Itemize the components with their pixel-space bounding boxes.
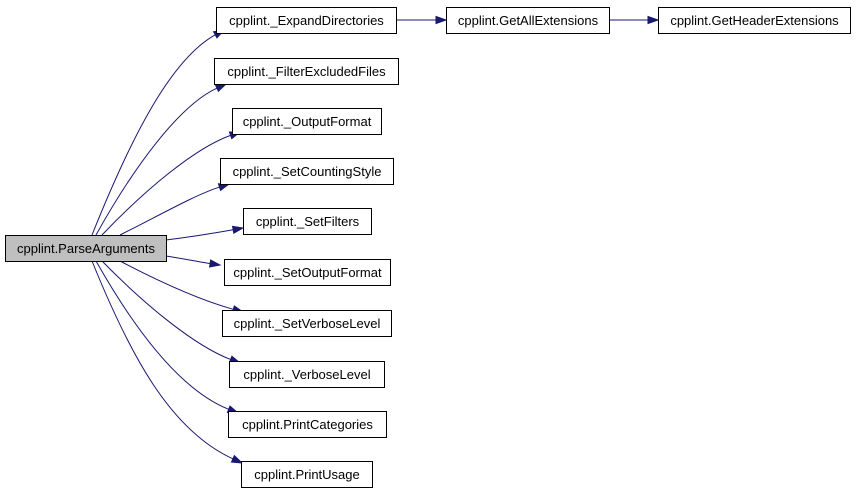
node-box <box>232 108 382 135</box>
node-print-usage[interactable]: cpplint.PrintUsage <box>241 461 373 488</box>
edge-parse-arguments-to-set-output-format <box>165 255 211 265</box>
node-set-counting-style[interactable]: cpplint._SetCountingStyle <box>220 158 394 185</box>
node-box <box>446 7 610 34</box>
node-box <box>229 361 385 388</box>
arrowhead-icon <box>208 259 222 268</box>
node-get-all-extensions[interactable]: cpplint.GetAllExtensions <box>446 7 610 34</box>
node-label: cpplint._SetFilters <box>256 214 360 229</box>
node-box <box>222 310 392 337</box>
node-set-output-format[interactable]: cpplint._SetOutputFormat <box>224 259 391 286</box>
node-print-categories[interactable]: cpplint.PrintCategories <box>228 411 387 438</box>
node-label: cpplint.GetAllExtensions <box>458 13 599 28</box>
edge-parse-arguments-to-set-filters <box>165 229 234 241</box>
node-label: cpplint._SetOutputFormat <box>233 265 382 280</box>
arrowhead-icon <box>647 15 660 25</box>
edge-parse-arguments-to-output-format <box>101 134 231 236</box>
node-box <box>243 208 372 235</box>
arrowhead-icon <box>231 225 245 234</box>
edge-parse-arguments-to-expand-directories <box>91 34 216 236</box>
edge-parse-arguments-to-print-usage <box>91 260 234 460</box>
arrowhead-icon <box>230 454 244 464</box>
node-output-format[interactable]: cpplint._OutputFormat <box>232 108 382 135</box>
node-label: cpplint.GetHeaderExtensions <box>670 13 839 28</box>
arrowhead-icon <box>214 83 228 93</box>
node-box <box>220 158 394 185</box>
node-set-verbose-level[interactable]: cpplint._SetVerboseLevel <box>222 310 392 337</box>
node-label: cpplint._SetVerboseLevel <box>234 316 381 331</box>
node-expand-directories[interactable]: cpplint._ExpandDirectories <box>216 7 397 34</box>
node-box <box>5 235 167 262</box>
edge-layer <box>91 15 660 464</box>
node-box <box>216 7 397 34</box>
node-label: cpplint.PrintUsage <box>254 467 360 482</box>
node-label: cpplint._VerboseLevel <box>243 367 370 382</box>
node-get-header-extensions[interactable]: cpplint.GetHeaderExtensions <box>658 7 851 34</box>
node-box <box>658 7 851 34</box>
edge-parse-arguments-to-verbose-level <box>101 260 231 360</box>
node-label: cpplint.PrintCategories <box>242 417 373 432</box>
node-box <box>214 58 399 85</box>
node-box <box>228 411 387 438</box>
node-label: cpplint._ExpandDirectories <box>229 13 384 28</box>
node-label: cpplint._SetCountingStyle <box>233 164 382 179</box>
node-label: cpplint._FilterExcludedFiles <box>227 64 386 79</box>
node-label: cpplint._OutputFormat <box>243 114 372 129</box>
edge-parse-arguments-to-print-categories <box>95 260 229 410</box>
edge-parse-arguments-to-set-counting-style <box>119 186 220 236</box>
node-verbose-level[interactable]: cpplint._VerboseLevel <box>229 361 385 388</box>
edge-parse-arguments-to-set-verbose-level <box>119 260 234 310</box>
arrowhead-icon <box>435 15 448 25</box>
node-filter-excluded-files[interactable]: cpplint._FilterExcludedFiles <box>214 58 399 85</box>
node-label: cpplint.ParseArguments <box>17 241 156 256</box>
node-box <box>224 259 391 286</box>
edge-parse-arguments-to-filter-excluded-files <box>95 87 218 236</box>
node-layer: cpplint.ParseArguments cpplint._ExpandDir… <box>5 7 851 488</box>
node-box <box>241 461 373 488</box>
node-set-filters[interactable]: cpplint._SetFilters <box>243 208 372 235</box>
node-parse-arguments: cpplint.ParseArguments <box>5 235 167 262</box>
